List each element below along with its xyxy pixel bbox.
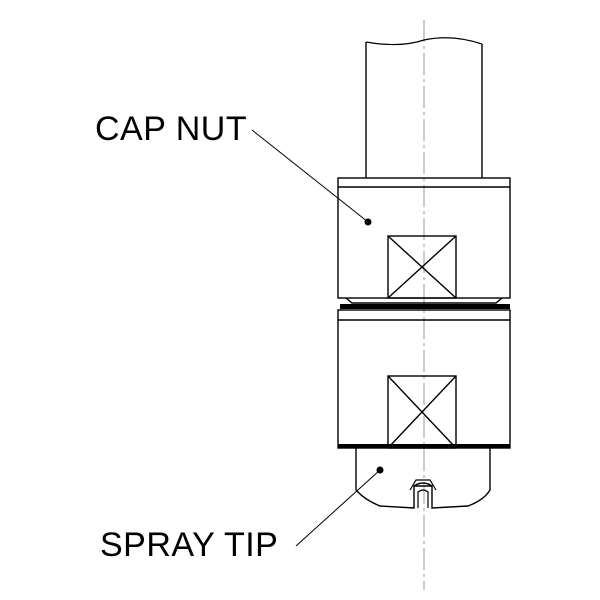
spray-tip (355, 448, 491, 509)
spray-tip-leader (295, 469, 381, 547)
spray-tip-label: SPRAY TIP (100, 526, 279, 564)
cap-nut-leader (251, 129, 369, 223)
cap-nut-label: CAP NUT (95, 110, 248, 148)
pipe (365, 37, 483, 178)
seal-ring (340, 297, 510, 309)
nozzle-body (337, 309, 511, 449)
